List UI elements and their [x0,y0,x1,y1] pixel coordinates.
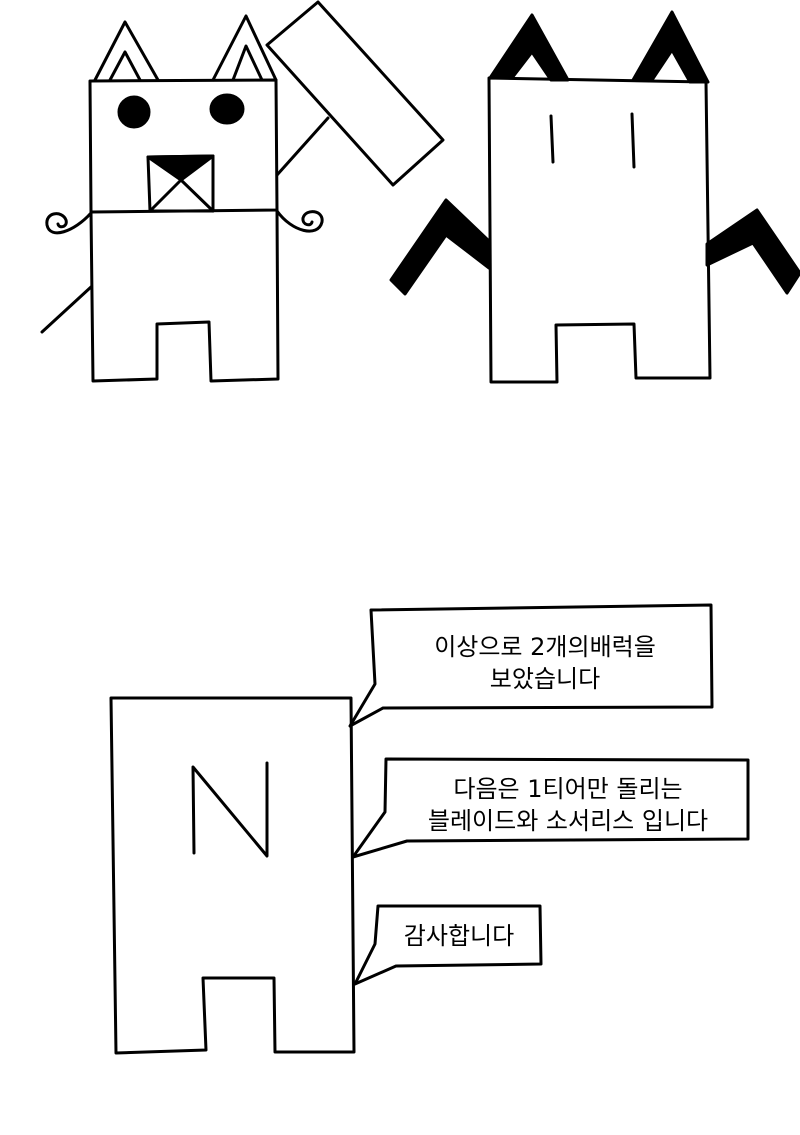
barracks-one-drawing [40,0,445,383]
barracks-two-drawing [389,10,800,384]
hammer-handle [40,285,93,334]
bubble-one-line-1: 이상으로 2개의배럭을 [434,633,656,661]
left-inner-ear-icon [108,50,142,82]
bubble-one-line-2: 보았습니다 [489,665,601,693]
left-eye-icon [117,95,151,129]
left-ear-icon [93,20,160,82]
nose-icon [146,154,215,182]
left-wing-icon [389,198,492,296]
speech-bubble-two [351,757,750,859]
bubble-three-line-1: 감사합니다 [403,922,515,950]
right-wing-icon [705,208,800,295]
body-box [89,208,280,383]
nexus-building-drawing [109,696,356,1055]
body-box-two [487,76,712,384]
left-eye-slit-icon [549,114,555,164]
speech-bubble-one-text: 이상으로 2개의배럭을 보았습니다 [395,631,695,695]
right-eye-slit-icon [630,112,636,169]
body-box-three [109,696,356,1055]
speech-bubble-two-text: 다음은 1티어만 돌리는 블레이드와 소서리스 입니다 [398,773,738,837]
speech-bubble-three [353,904,543,986]
dark-left-ear-icon [488,13,570,82]
right-whisker-icon [275,209,324,233]
right-ear-icon [211,14,278,82]
bubble-two-line-2: 블레이드와 소서리스 입니다 [427,807,709,835]
bubble-two-line-1: 다음은 1티어만 돌리는 [453,775,683,803]
hammer-head-sign [265,0,445,187]
dark-right-ear-icon [631,10,710,84]
left-whisker-icon [45,211,93,235]
right-eye-icon [209,93,245,125]
right-inner-ear-icon [231,44,264,82]
head-box [88,78,279,214]
speech-bubble-three-text: 감사합니다 [384,920,534,952]
letter-n-icon [191,761,269,858]
speech-bubble-one [348,603,714,728]
